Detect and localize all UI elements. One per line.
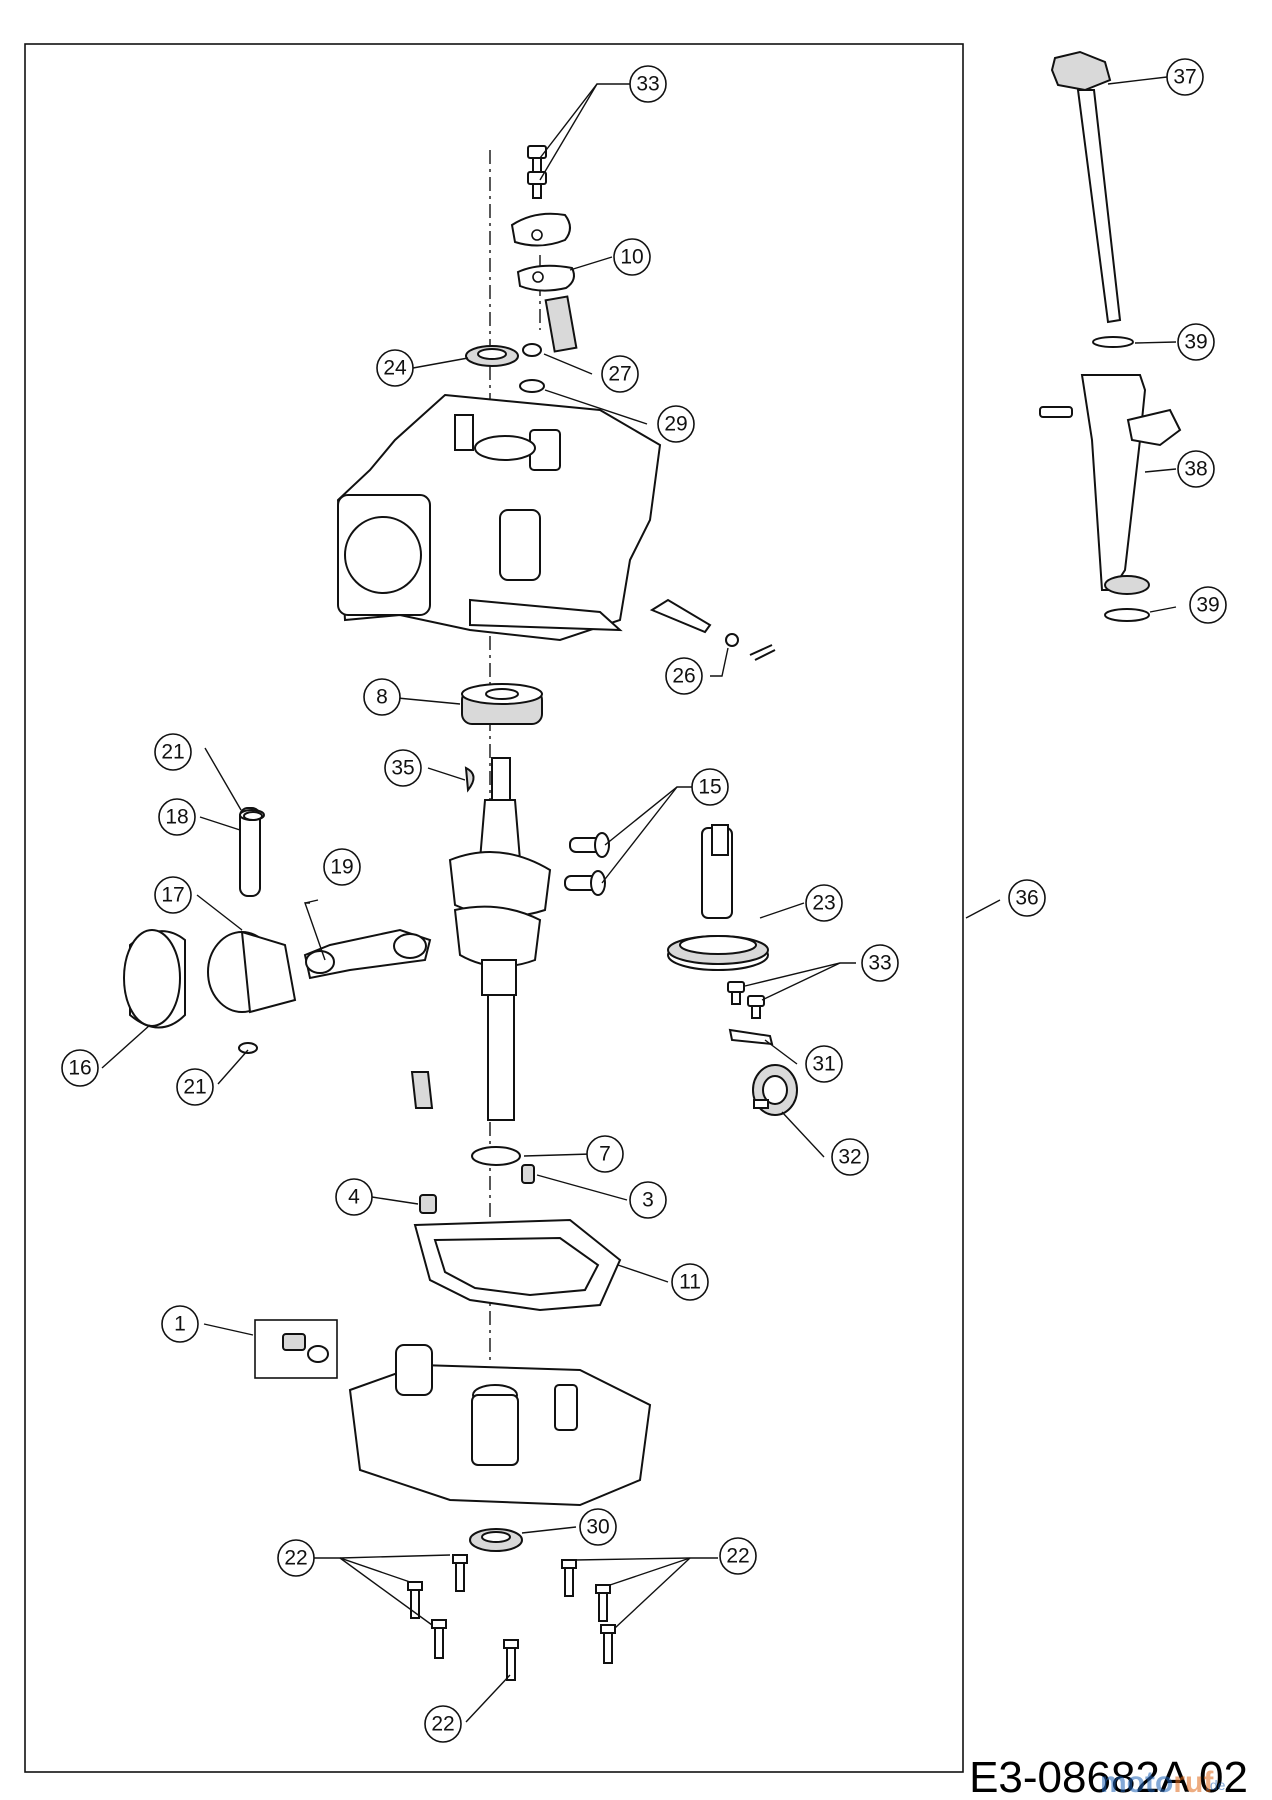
callout-30: 30 <box>579 1508 617 1546</box>
callout-label: 36 <box>1015 887 1038 910</box>
callout-label: 35 <box>391 757 414 780</box>
callout-11: 11 <box>671 1263 709 1301</box>
oil-seal-bottom <box>469 1528 523 1552</box>
callout-15: 15 <box>691 768 729 806</box>
callout-label: 8 <box>376 686 388 709</box>
callout-32: 32 <box>831 1138 869 1176</box>
callout-label: 16 <box>68 1057 91 1080</box>
callout-1: 1 <box>161 1305 199 1343</box>
callout-39-bottom: 39 <box>1189 586 1227 624</box>
callout-23: 23 <box>805 884 843 922</box>
callout-label: 39 <box>1184 331 1207 354</box>
callout-37: 37 <box>1166 58 1204 96</box>
callout-label: 33 <box>636 73 659 96</box>
flange-bolts-top <box>527 145 547 199</box>
governor-shaft <box>649 598 776 661</box>
callout-label: 39 <box>1196 594 1219 617</box>
diagram-reference-code: E3-08682A 02 <box>969 1753 1248 1800</box>
crankshaft <box>448 757 552 1121</box>
callout-label: 4 <box>348 1186 360 1209</box>
callout-label: 3 <box>642 1189 654 1212</box>
callout-7: 7 <box>586 1135 624 1173</box>
callout-18: 18 <box>158 798 196 836</box>
piston-assembly <box>123 807 432 1054</box>
callout-label: 17 <box>161 884 184 907</box>
callout-label: 10 <box>620 246 643 269</box>
callout-4: 4 <box>335 1178 373 1216</box>
callout-label: 21 <box>161 741 184 764</box>
callout-33-side: 33 <box>861 944 899 982</box>
callout-22-right: 22 <box>719 1537 757 1575</box>
callout-31: 31 <box>805 1045 843 1083</box>
engine-block <box>336 393 662 642</box>
watermark-suffix: .de <box>1206 1777 1226 1793</box>
callout-label: 27 <box>608 363 631 386</box>
callout-38: 38 <box>1177 450 1215 488</box>
callout-3: 3 <box>629 1181 667 1219</box>
callout-label: 19 <box>330 856 353 879</box>
callout-label: 26 <box>672 665 695 688</box>
callout-22-left: 22 <box>277 1539 315 1577</box>
callout-21-bottom: 21 <box>176 1068 214 1106</box>
callout-label: 33 <box>868 952 891 975</box>
thrust-washer <box>471 1146 521 1166</box>
governor-gear <box>752 1064 798 1116</box>
governor-retainer <box>728 1028 774 1046</box>
callout-label: 38 <box>1184 458 1207 481</box>
crankcase-gasket-inner <box>433 1236 600 1297</box>
callout-label: 22 <box>726 1545 749 1568</box>
callout-26: 26 <box>665 657 703 695</box>
callout-label: 7 <box>599 1143 611 1166</box>
callout-label: 23 <box>812 892 835 915</box>
callout-label: 30 <box>586 1516 609 1539</box>
callout-label: 18 <box>165 806 188 829</box>
dowel-pin-3 <box>521 1164 535 1184</box>
callout-16: 16 <box>61 1049 99 1087</box>
piston-pin-key <box>410 1071 434 1109</box>
callout-39-top: 39 <box>1177 323 1215 361</box>
callout-label: 21 <box>183 1076 206 1099</box>
flange-bolts-side <box>727 981 765 1019</box>
callout-label: 11 <box>679 1271 701 1294</box>
callout-label: 29 <box>664 413 687 436</box>
callout-29: 29 <box>657 405 695 443</box>
callout-19: 19 <box>323 848 361 886</box>
crankcase-bolts <box>407 1554 616 1681</box>
callout-label: 1 <box>174 1313 186 1336</box>
callout-33-top: 33 <box>629 65 667 103</box>
dipstick <box>1050 50 1122 324</box>
callout-label: 31 <box>812 1053 835 1076</box>
breather-washer <box>522 343 542 357</box>
callout-24: 24 <box>376 349 414 387</box>
callout-label: 32 <box>838 1146 861 1169</box>
oil-fill-tube <box>1039 336 1182 622</box>
valve-tappets <box>564 832 610 896</box>
flywheel-key <box>464 766 475 793</box>
callout-27: 27 <box>601 355 639 393</box>
leader-lines <box>101 76 1177 1723</box>
breather-assembly <box>510 212 578 353</box>
callout-10: 10 <box>613 238 651 276</box>
crankcase-cover <box>348 1344 652 1507</box>
ball-bearing <box>461 683 543 725</box>
dowel-pin-4 <box>419 1194 437 1214</box>
callout-label: 22 <box>431 1713 454 1736</box>
callout-label: 15 <box>698 776 721 799</box>
callout-22-bottom: 22 <box>424 1705 462 1743</box>
callout-8: 8 <box>363 678 401 716</box>
callout-21-top: 21 <box>154 733 192 771</box>
callout-label: 24 <box>383 357 407 380</box>
camshaft <box>667 824 769 971</box>
callout-35: 35 <box>384 749 422 787</box>
callout-label: 37 <box>1173 66 1196 89</box>
callout-label: 22 <box>284 1547 307 1570</box>
assembly-frame <box>24 43 964 1773</box>
callout-36: 36 <box>1008 879 1046 917</box>
oil-drain-plug-kit <box>254 1319 338 1379</box>
breather-gasket <box>519 379 545 393</box>
oil-seal-top <box>465 345 519 367</box>
callout-17: 17 <box>154 876 192 914</box>
watermark-logo: motoruf <box>1100 1766 1214 1799</box>
